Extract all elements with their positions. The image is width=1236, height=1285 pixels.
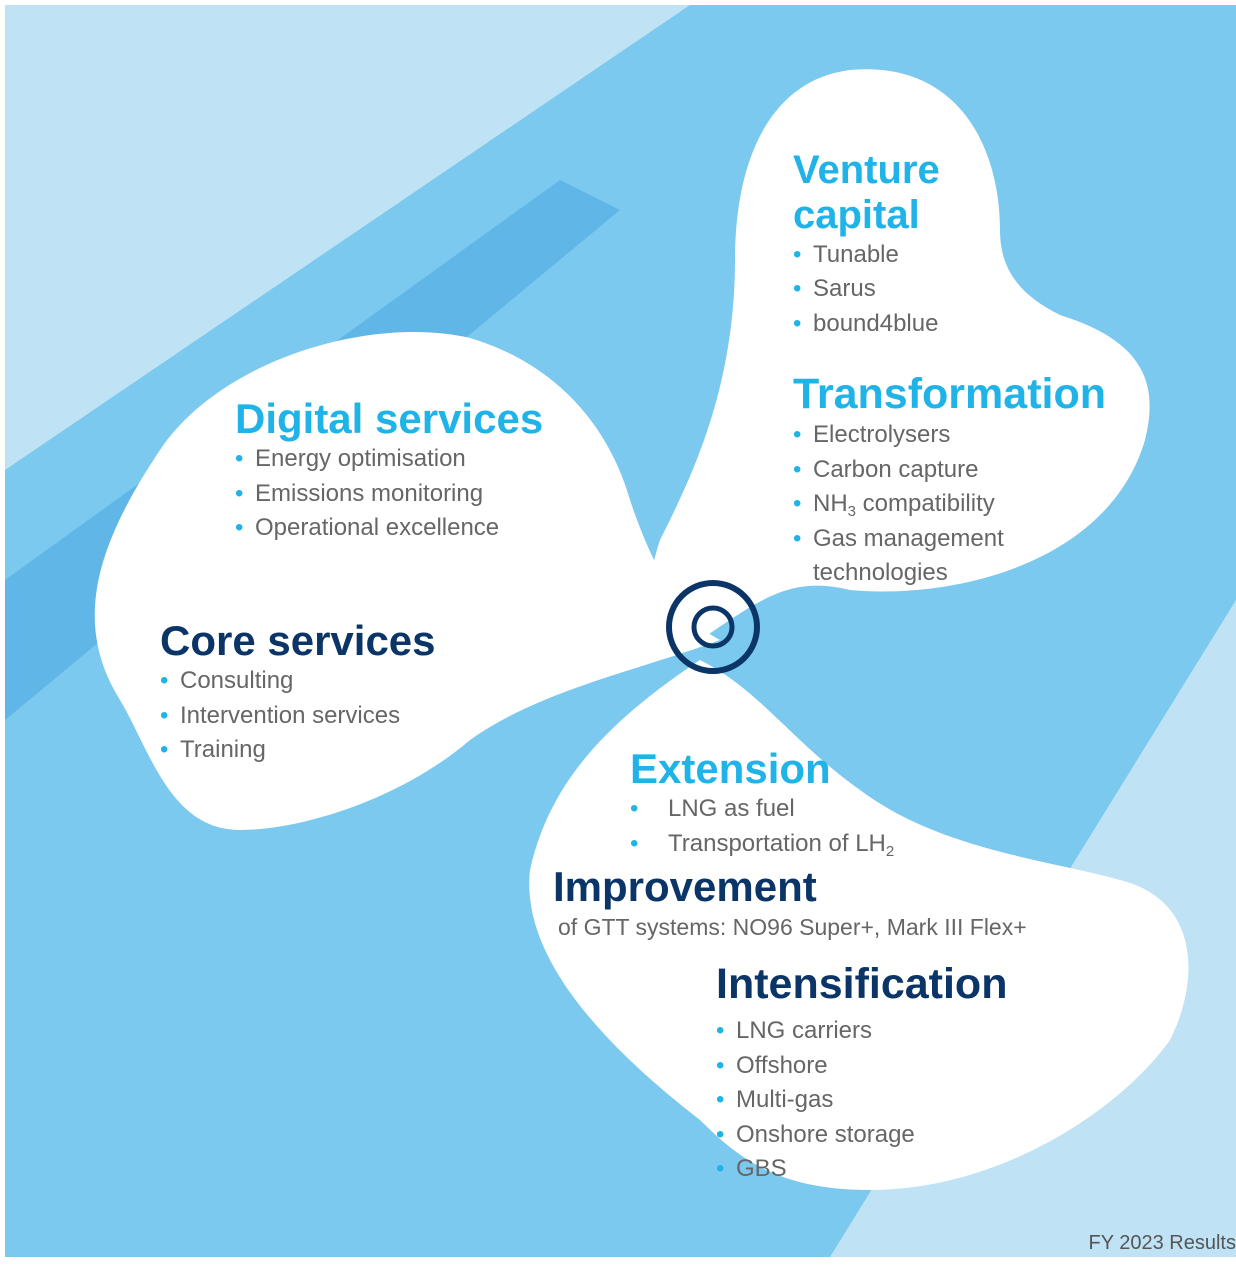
list-item: • Intervention services	[160, 699, 436, 734]
bullet-icon: •	[235, 445, 244, 473]
bullet-icon: •	[793, 421, 802, 449]
venture-capital-list: • Tunable • Sarus • bound4blue	[793, 238, 940, 342]
bullet-icon: •	[793, 275, 802, 303]
bullet-icon: •	[793, 309, 802, 337]
list-item: • bound4blue	[793, 307, 940, 342]
blade-extension-intensification	[529, 660, 1189, 1190]
item-text: Onshore storage	[736, 1120, 915, 1148]
bullet-icon: •	[630, 795, 639, 823]
item-text: Multi-gas	[736, 1086, 834, 1114]
list-item: • LNG as fuel	[630, 792, 894, 827]
item-text: Energy optimisation	[255, 445, 466, 473]
list-item: • GBS	[716, 1152, 1007, 1187]
item-text: compatibility	[856, 490, 995, 518]
transformation-list: • Electrolysers • Carbon capture • NH3 comp…	[793, 418, 1106, 591]
item-text: Carbon capture	[813, 455, 979, 483]
bullet-icon: •	[716, 1120, 725, 1148]
item-text: LNG as fuel	[668, 795, 795, 823]
bullet-icon: •	[793, 490, 802, 518]
list-item: • Emissions monitoring	[235, 477, 543, 512]
list-item: • LNG carriers	[716, 1014, 1007, 1049]
improvement-title: Improvement	[553, 863, 817, 910]
bullet-icon: •	[160, 736, 169, 764]
bullet-icon: •	[716, 1051, 725, 1079]
list-item: • Energy optimisation	[235, 442, 543, 477]
item-text: GBS	[736, 1155, 787, 1183]
list-item: • Gas management	[793, 522, 1106, 557]
section-intensification: Intensification • LNG carriers • Offshore …	[716, 960, 1007, 1187]
digital-services-title: Digital services	[235, 395, 544, 442]
item-text: Sarus	[813, 275, 876, 303]
item-text: LNG carriers	[736, 1017, 873, 1045]
item-text: Training	[180, 736, 266, 764]
list-item: • Transportation of LH2	[630, 827, 894, 862]
bullet-icon: •	[160, 667, 169, 695]
intensification-title: Intensification	[716, 960, 1008, 1008]
list-item: • Training	[160, 733, 436, 768]
bullet-icon: •	[716, 1155, 725, 1183]
bullet-icon: •	[793, 524, 802, 552]
footer-label: FY 2023 Results	[1088, 1232, 1236, 1254]
list-item: • Tunable	[793, 238, 940, 273]
bullet-icon: •	[716, 1086, 725, 1114]
list-item: • Offshore	[716, 1049, 1007, 1084]
section-digital-services: Digital services • Energy optimisation • E…	[235, 395, 543, 546]
list-item: • Sarus	[793, 272, 940, 307]
section-extension: Extension • LNG as fuel • Transportation o…	[630, 745, 894, 861]
list-item: • Onshore storage	[716, 1118, 1007, 1153]
item-text-nh: NH	[813, 490, 848, 518]
item-text-lh: Transportation of LH	[668, 829, 886, 857]
bullet-icon: •	[793, 240, 802, 268]
hub-concentric-circles-icon	[666, 580, 760, 674]
list-item-continuation: technologies	[793, 556, 1106, 591]
bullet-icon: •	[235, 479, 244, 507]
improvement-subtitle: of GTT systems: NO96 Super+, Mark III Fl…	[558, 914, 1027, 941]
list-item: • Multi-gas	[716, 1083, 1007, 1118]
list-item: • Operational excellence	[235, 511, 543, 546]
list-item: • Carbon capture	[793, 453, 1106, 488]
section-transformation: Transformation • Electrolysers • Carbon ca…	[793, 370, 1106, 591]
bullet-icon: •	[630, 829, 639, 857]
item-text: Offshore	[736, 1051, 828, 1079]
subscript-3: 3	[847, 503, 857, 521]
item-text: Tunable	[813, 240, 899, 268]
extension-title: Extension	[630, 745, 831, 792]
digital-services-list: • Energy optimisation • Emissions monitori…	[235, 442, 543, 546]
list-item: • NH3 compatibility	[793, 487, 1106, 522]
core-services-title: Core services	[160, 617, 436, 664]
intensification-list: • LNG carriers • Offshore • Multi-gas • Onsh…	[716, 1014, 1007, 1187]
venture-capital-title-line1: Venture	[793, 148, 940, 192]
subscript-2: 2	[885, 842, 895, 860]
bullet-icon: •	[793, 455, 802, 483]
section-core-services: Core services • Consulting • Intervention …	[160, 617, 436, 768]
item-text: Intervention services	[180, 701, 401, 729]
propeller-blades	[94, 69, 1189, 1190]
venture-capital-title-line2: capital	[793, 192, 920, 237]
item-text: Gas management	[813, 524, 1004, 552]
transformation-title: Transformation	[793, 370, 1106, 418]
bullet-icon: •	[716, 1017, 725, 1045]
blade-venture-transformation	[650, 69, 1150, 640]
item-text: Operational excellence	[255, 514, 500, 542]
item-text: technologies	[813, 559, 948, 587]
blade-digital-core	[94, 332, 721, 830]
venture-capital-title: Venture capital	[793, 148, 940, 238]
item-text: Electrolysers	[813, 421, 951, 449]
item-text: bound4blue	[813, 309, 939, 337]
item-text: Emissions monitoring	[255, 479, 484, 507]
list-item: • Consulting	[160, 664, 436, 699]
section-venture-capital: Venture capital • Tunable • Sarus • bound4b…	[793, 148, 940, 341]
core-services-list: • Consulting • Intervention services • Trai…	[160, 664, 436, 768]
section-improvement: Improvement of GTT systems: NO96 Super+,…	[553, 863, 1027, 941]
item-text: Consulting	[180, 667, 294, 695]
list-item: • Electrolysers	[793, 418, 1106, 453]
bullet-icon: •	[235, 514, 244, 542]
bullet-icon: •	[160, 701, 169, 729]
extension-list: • LNG as fuel • Transportation of LH2	[630, 792, 894, 861]
